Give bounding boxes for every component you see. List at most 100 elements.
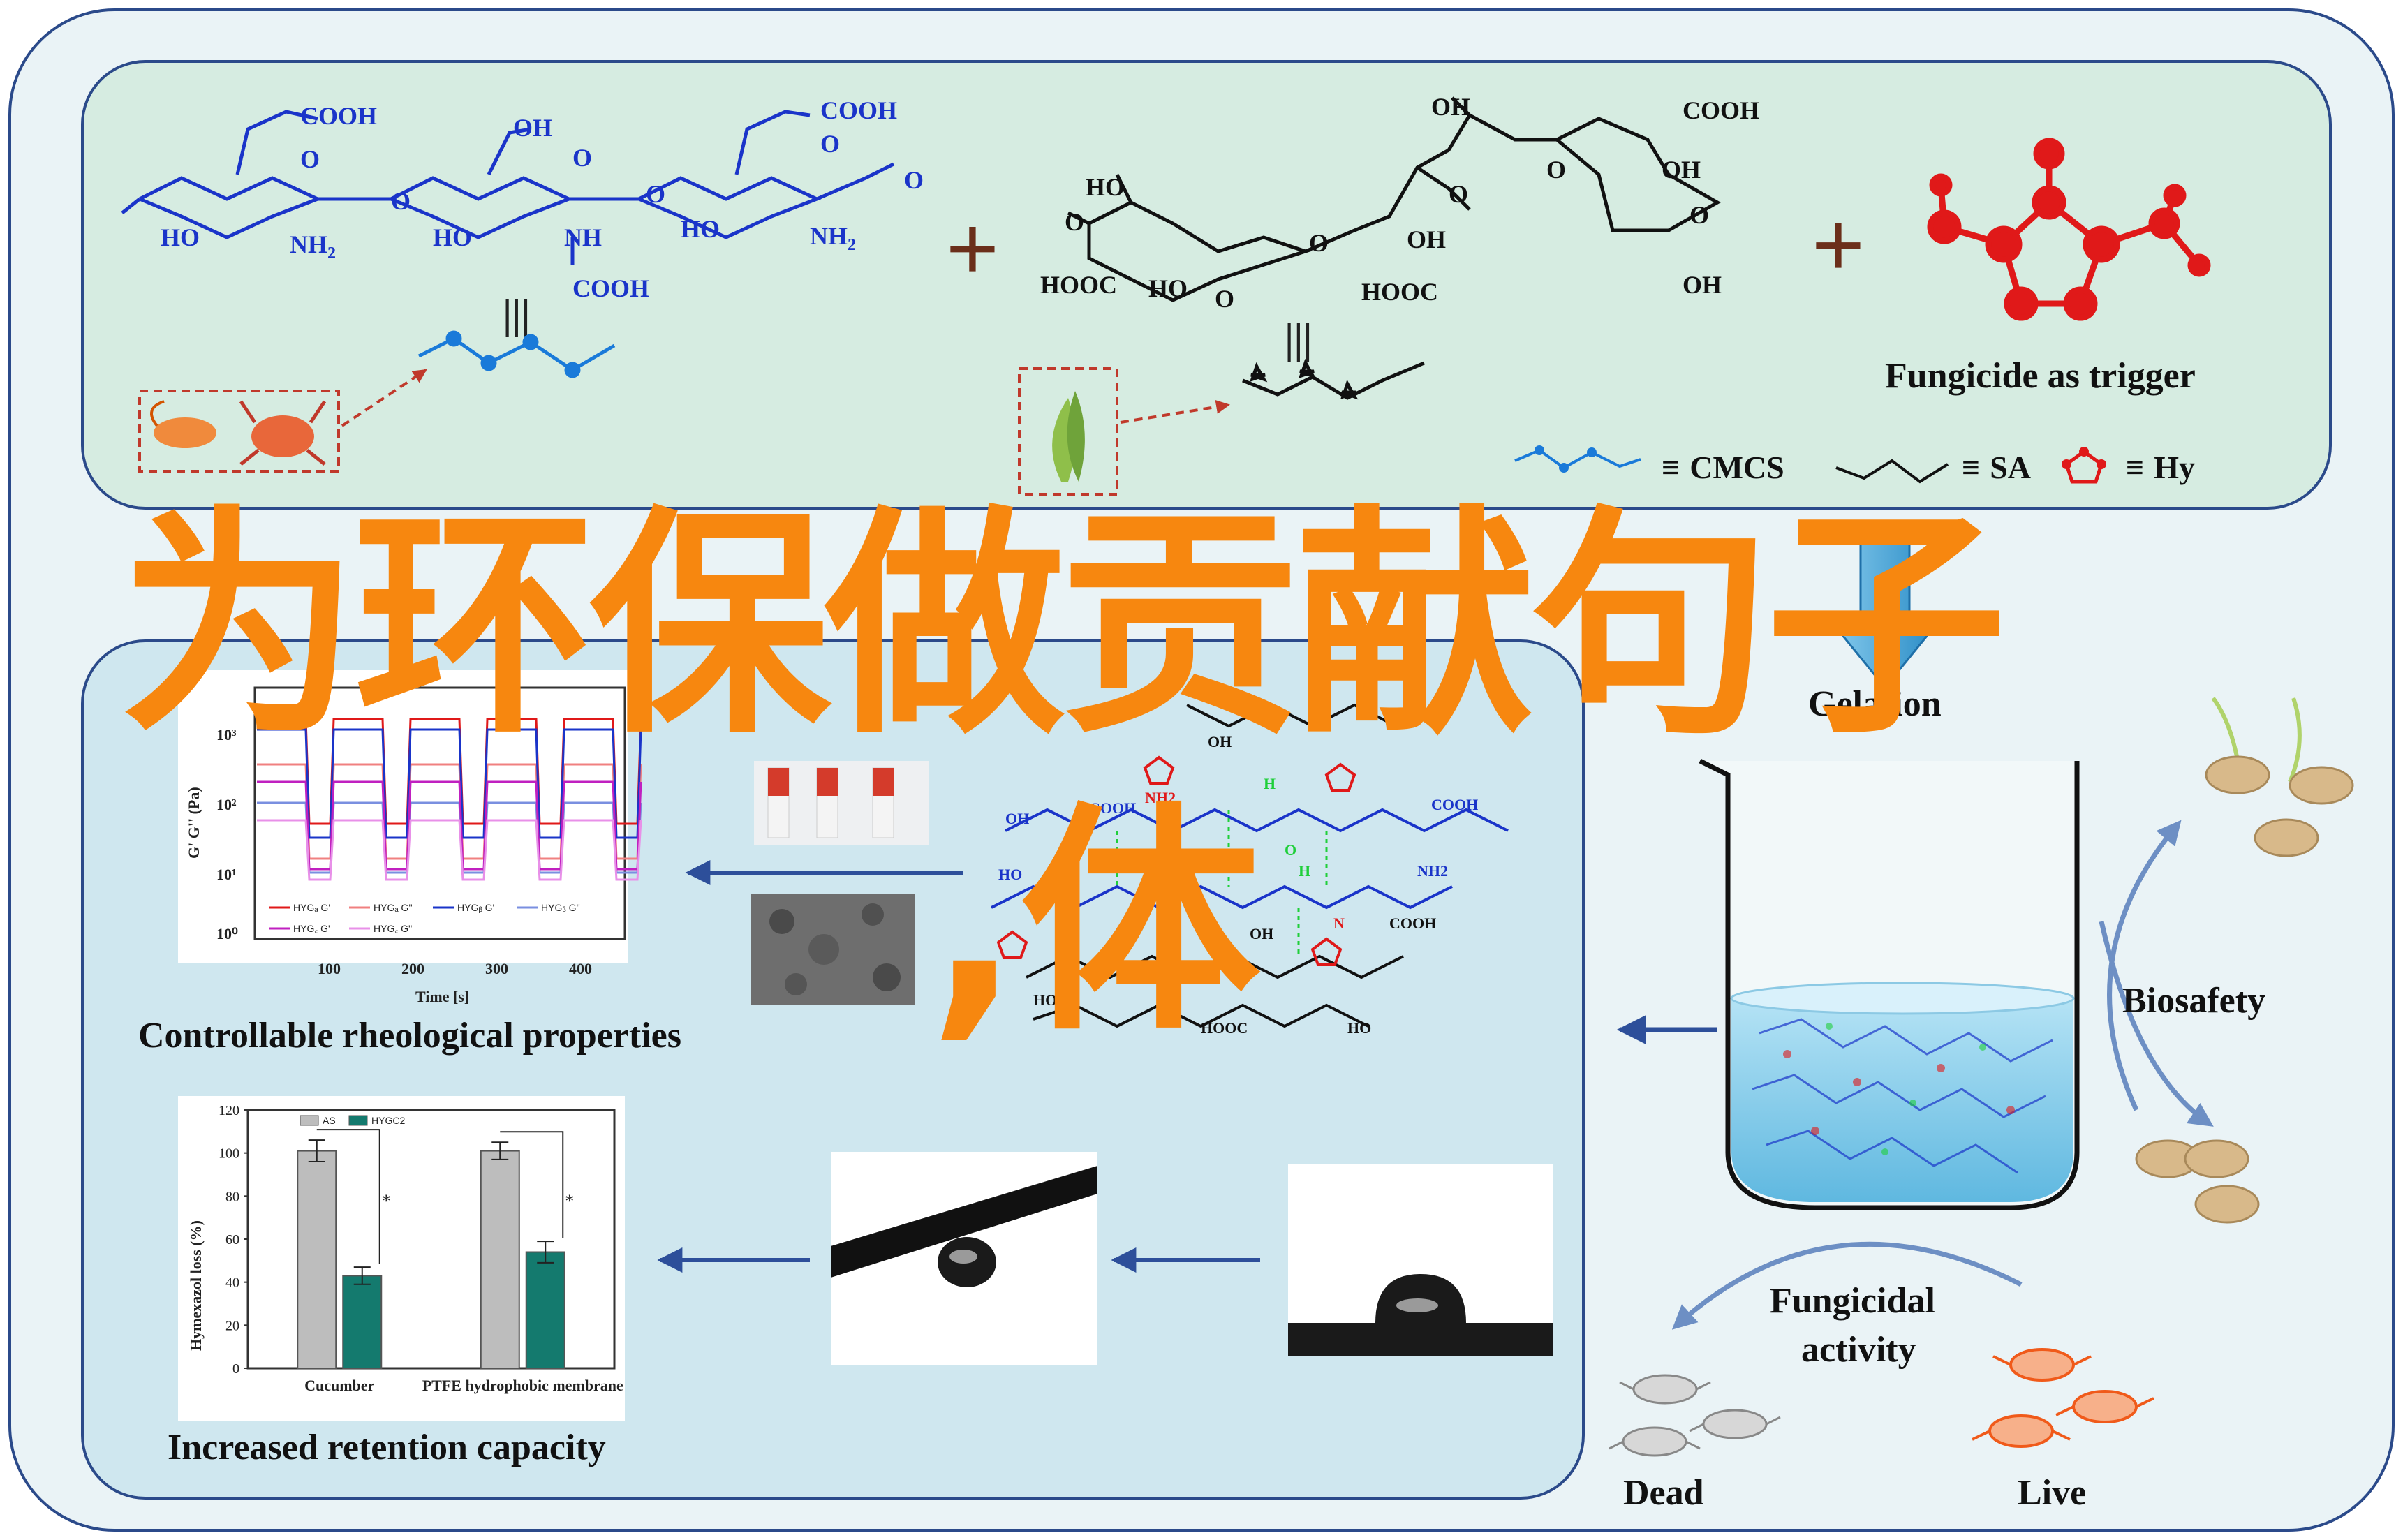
chem-label-o-3: O [572,144,592,172]
rheology-legend-3: HYGᵦ G' [457,902,494,913]
sa-label-hooc-2: HOOC [1361,278,1438,306]
sa-label-cooh: COOH [1683,96,1759,124]
title-overlay-line2: ,体 [929,783,1262,1063]
rheology-ytick-1: 10⁰ [216,925,238,942]
sa-label-ho-2: HO [1148,274,1188,302]
vials-photo [754,761,929,845]
title-overlay-line1: 为环保做贡献句子 [119,487,2006,767]
sa-label-oh-3: OH [1662,156,1701,184]
plus-sign-1: + [946,197,999,299]
rheology-ytick-100: 10² [216,796,237,813]
chem-label-nh: NH [564,223,602,251]
network-label-cooh-3: COOH [1389,915,1436,932]
chem-label-oh-1: OH [513,114,552,142]
network-label-oh-1: OH [1005,810,1029,827]
network-label-ho-2: HO [1347,1019,1371,1037]
svg-text:≡CMCS: ≡ CMCS [1662,450,1784,485]
sa-structure [1067,96,1722,302]
bar-chart-ylabel: Hymexazol loss (%) [187,1220,205,1351]
network-label-h-1: H [1264,775,1276,792]
bar-chart-ytick: 0 [232,1361,239,1377]
chem-label-cooh-1: COOH [300,102,377,130]
network-label-h-2: H [1299,862,1310,880]
sa-label-ho-1: HO [1086,173,1125,201]
seaweed-box [1018,367,1118,496]
legend-cmcs-symbol: ≡ [1662,450,1680,485]
network-label-cooh-1: COOH [1089,799,1136,817]
rheology-chart-frame [178,670,628,963]
rheology-legend-1: HYGₐ G' [293,902,330,913]
chem-label-o-2: O [391,187,411,215]
chem-label-ho-2: HO [433,223,472,251]
rheology-xtick-400: 400 [569,960,592,977]
sa-label-o-3: O [1309,229,1329,257]
significance-bracket [316,1129,380,1264]
rheology-legend-4: HYGᵦ G'' [541,902,580,913]
network-label-hooc-1: HOOC [1201,1019,1248,1037]
gelation-down-arrow [1837,540,1933,690]
bar-error-1-0 [353,1266,371,1285]
significance-star: * [382,1191,391,1211]
bar-chart-ytick: 120 [219,1103,239,1118]
bar-as-1 [480,1150,520,1370]
network-label-nh2-1: NH2 [1417,862,1448,880]
rheology-caption: Controllable rheological properties [138,1016,681,1056]
sa-label-oh-2: OH [1407,225,1446,253]
sa-label-o-1: O [1065,208,1084,236]
sa-label-o-2: O [1215,285,1234,313]
bar-chart-ytick: 40 [225,1275,239,1291]
chem-label-cooh-3: COOH [820,96,897,124]
bar-legend-as: AS [323,1115,336,1126]
network-label-nh2-2: NH2 [1145,789,1176,806]
contact-angle-image [1288,1164,1553,1356]
network-label-o-1: O [1285,841,1296,859]
rheology-ytick-1000: 10³ [216,726,237,743]
sa-label-oh-4: OH [1683,271,1722,299]
bar-chart-ytick: 60 [225,1232,239,1247]
bar-hygc2-0 [342,1275,383,1369]
legend-hy-name: Hy [2154,450,2195,485]
network-label-cooh-2: COOH [1431,796,1478,813]
plus-sign-2: + [1812,193,1865,295]
rheology-ylabel: G' G'' (Pa) [185,787,202,859]
rheology-xtick-200: 200 [401,960,424,977]
bar-legend-hygc2: HYGC2 [371,1115,405,1126]
bar-category-label: PTFE hydrophobic membrane [422,1377,623,1394]
crosslinked-network: COOH COOH HO OH NH2 NH2 H H O N OH OH HO… [991,703,1509,1037]
chem-label-cooh-2: COOH [572,274,649,302]
bar-as-0 [297,1150,337,1370]
rheology-legend-6: HYG꜀ G'' [374,923,412,934]
network-label-ho-3: HO [1033,991,1057,1009]
rheology-ytick-10: 10¹ [216,866,237,883]
chem-label-o-6: O [904,166,924,194]
bar-error-0-0 [308,1139,325,1162]
bar-error-0-1 [491,1141,509,1160]
equiv-cmcs: ||| [503,291,531,337]
rheology-legend-5: HYG꜀ G' [293,923,330,934]
gelation-label: Gelation [1808,684,1942,724]
shrimp-icon [150,400,216,448]
legend-sa-name: SA [1990,450,2031,485]
bar-hygc2-1 [525,1251,565,1369]
chem-label-o-1: O [300,145,320,173]
legend-sa: ≡SA [1835,450,2031,485]
dead-fungus-icon [1609,1374,1781,1457]
cmcs-chain-icon [417,330,616,378]
svg-text:≡SA: ≡SA [1962,450,2031,485]
seaweed-icon [1052,391,1085,482]
svg-text:≡Hy: ≡ Hy [2126,450,2195,485]
hy-molecule-icon [1927,138,2211,321]
legend-hy-symbol: ≡ [2126,450,2144,485]
biosafety-label: Biosafety [2122,981,2265,1021]
sa-label-o-5: O [1546,156,1566,184]
retention-caption: Increased retention capacity [168,1428,606,1467]
equiv-sa: ||| [1285,316,1313,362]
legend-cmcs-name: CMCS [1690,450,1784,485]
chem-label-nh2-2: NH2 [810,222,856,254]
fungicidal-arrow [1671,1241,2023,1330]
sem-image [751,894,915,1005]
rheology-xlabel: Time [s] [415,988,469,1005]
network-label-ho-1: HO [998,866,1022,883]
chem-label-nh2-1: NH2 [290,230,336,262]
